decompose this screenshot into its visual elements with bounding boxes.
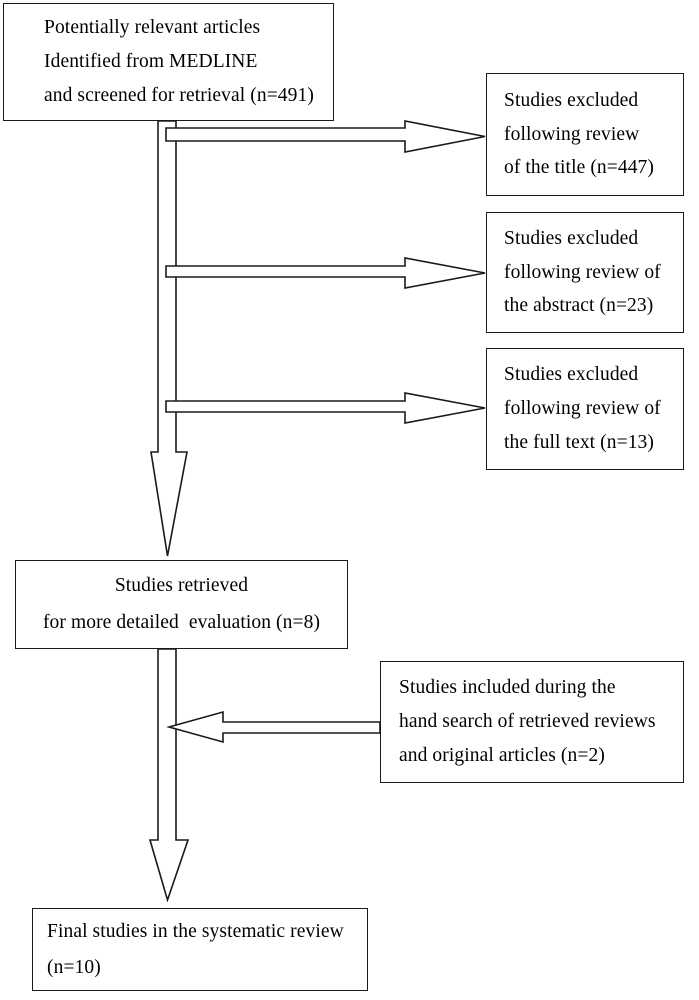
exclude-title-arrow bbox=[165, 120, 486, 153]
node-studies-retrieved: Studies retrieved for more detailed eval… bbox=[15, 560, 348, 649]
node-excluded-fulltext: Studies excluded following review of the… bbox=[486, 348, 684, 470]
node-identified-articles: Potentially relevant articles Identified… bbox=[3, 3, 334, 121]
node-excluded-fulltext-line-3: the full text (n=13) bbox=[504, 431, 655, 453]
exclude-fulltext-arrow bbox=[165, 392, 486, 424]
node-studies-retrieved-line-1: Studies retrieved bbox=[114, 575, 249, 597]
node-identified-line-1: Potentially relevant articles bbox=[44, 17, 261, 39]
node-final-studies: Final studies in the systematic review (… bbox=[32, 908, 368, 991]
trunk-lower-arrow bbox=[148, 648, 190, 903]
node-excluded-abstract: Studies excluded following review of the… bbox=[486, 212, 684, 333]
node-excluded-title-line-3: of the title (n=447) bbox=[504, 157, 655, 179]
node-final-studies-line-1: Final studies in the systematic review bbox=[47, 921, 344, 943]
node-excluded-fulltext-line-1: Studies excluded bbox=[504, 364, 639, 386]
node-excluded-title-line-2: following review bbox=[504, 123, 640, 145]
node-excluded-title: Studies excluded following review of the… bbox=[486, 73, 684, 196]
node-excluded-abstract-line-3: the abstract (n=23) bbox=[504, 295, 654, 317]
hand-search-arrow bbox=[166, 710, 381, 744]
node-hand-search-line-1: Studies included during the bbox=[399, 677, 616, 699]
node-hand-search: Studies included during the hand search … bbox=[380, 661, 684, 783]
node-final-studies-line-2: (n=10) bbox=[47, 956, 101, 978]
node-identified-line-3: and screened for retrieval (n=491) bbox=[44, 84, 314, 106]
node-studies-retrieved-line-2: for more detailed evaluation (n=8) bbox=[42, 611, 321, 633]
node-excluded-abstract-line-2: following review of bbox=[504, 261, 661, 283]
node-hand-search-line-3: and original articles (n=2) bbox=[399, 744, 605, 766]
trunk-upper-arrow bbox=[150, 120, 188, 557]
node-identified-line-2: Identified from MEDLINE bbox=[44, 51, 258, 73]
exclude-abstract-arrow bbox=[165, 257, 486, 289]
node-excluded-title-line-1: Studies excluded bbox=[504, 89, 639, 111]
node-excluded-fulltext-line-2: following review of bbox=[504, 398, 661, 420]
node-hand-search-line-2: hand search of retrieved reviews bbox=[399, 711, 656, 733]
node-excluded-abstract-line-1: Studies excluded bbox=[504, 227, 639, 249]
